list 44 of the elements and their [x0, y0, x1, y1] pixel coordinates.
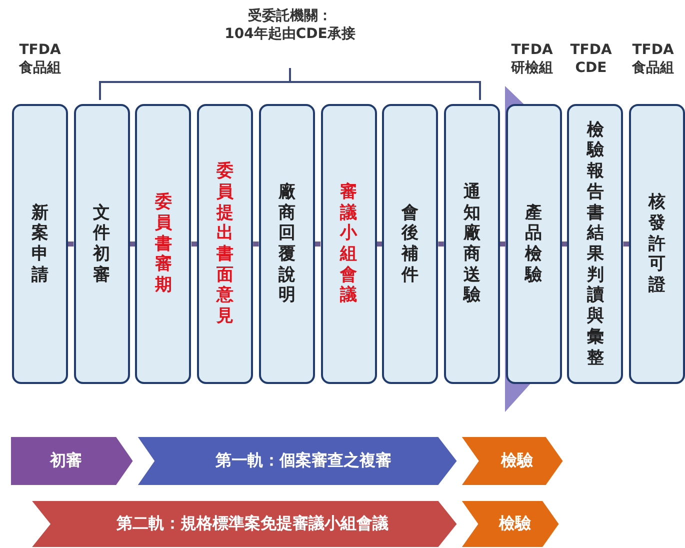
step-box — [197, 104, 254, 384]
department-label: TFDA CDE — [569, 42, 613, 77]
step-label: 通知廠商送驗 — [462, 182, 481, 306]
step-box — [444, 104, 500, 384]
stage-label: 檢驗 — [501, 450, 534, 472]
connector — [500, 242, 506, 246]
step-box — [382, 104, 438, 384]
connector — [438, 242, 444, 246]
process-stage — [136, 436, 458, 486]
step-box — [629, 104, 685, 384]
process-stage — [460, 500, 560, 548]
step-label: 新案申請 — [31, 202, 49, 286]
step-label: 會後補件 — [401, 202, 420, 286]
step-box — [135, 104, 192, 384]
stage-label: 第一軌：個案審查之複審 — [215, 450, 392, 472]
process-stage — [10, 436, 134, 486]
step-label: 文件初審 — [92, 202, 111, 286]
step-label: 委員書審期 — [154, 192, 172, 296]
department-label: TFDA 研檢組 — [510, 42, 554, 77]
step-label: 檢驗報告書結果判讀與彙整 — [586, 120, 604, 368]
process-stage — [460, 436, 564, 486]
connector — [623, 242, 629, 246]
step-box — [320, 104, 376, 384]
step-box — [506, 104, 562, 384]
step-box — [74, 104, 130, 384]
connector — [253, 242, 259, 246]
process-stage — [30, 500, 458, 548]
department-label: TFDA 食品組 — [18, 42, 62, 77]
department-label: TFDA 食品組 — [630, 42, 675, 77]
step-label: 委員提出書面意見 — [216, 161, 234, 327]
step-box — [12, 104, 68, 384]
step-box — [258, 104, 315, 384]
stage-label: 檢驗 — [499, 514, 531, 534]
stage-label: 初審 — [50, 450, 82, 472]
stage-label: 第二軌：規格標準案免提審議小組會議 — [116, 514, 389, 534]
connector — [191, 242, 198, 246]
bracket-note: 受委託機關：104年起由CDE承接 — [224, 8, 356, 43]
step-label: 廠商回覆說明 — [278, 182, 296, 306]
step-box — [567, 104, 624, 384]
connector — [314, 242, 320, 246]
connector — [68, 242, 74, 246]
step-label: 產品檢驗 — [524, 202, 543, 286]
step-label: 核發許可證 — [648, 192, 666, 296]
step-label: 審議小組會議 — [340, 182, 358, 306]
